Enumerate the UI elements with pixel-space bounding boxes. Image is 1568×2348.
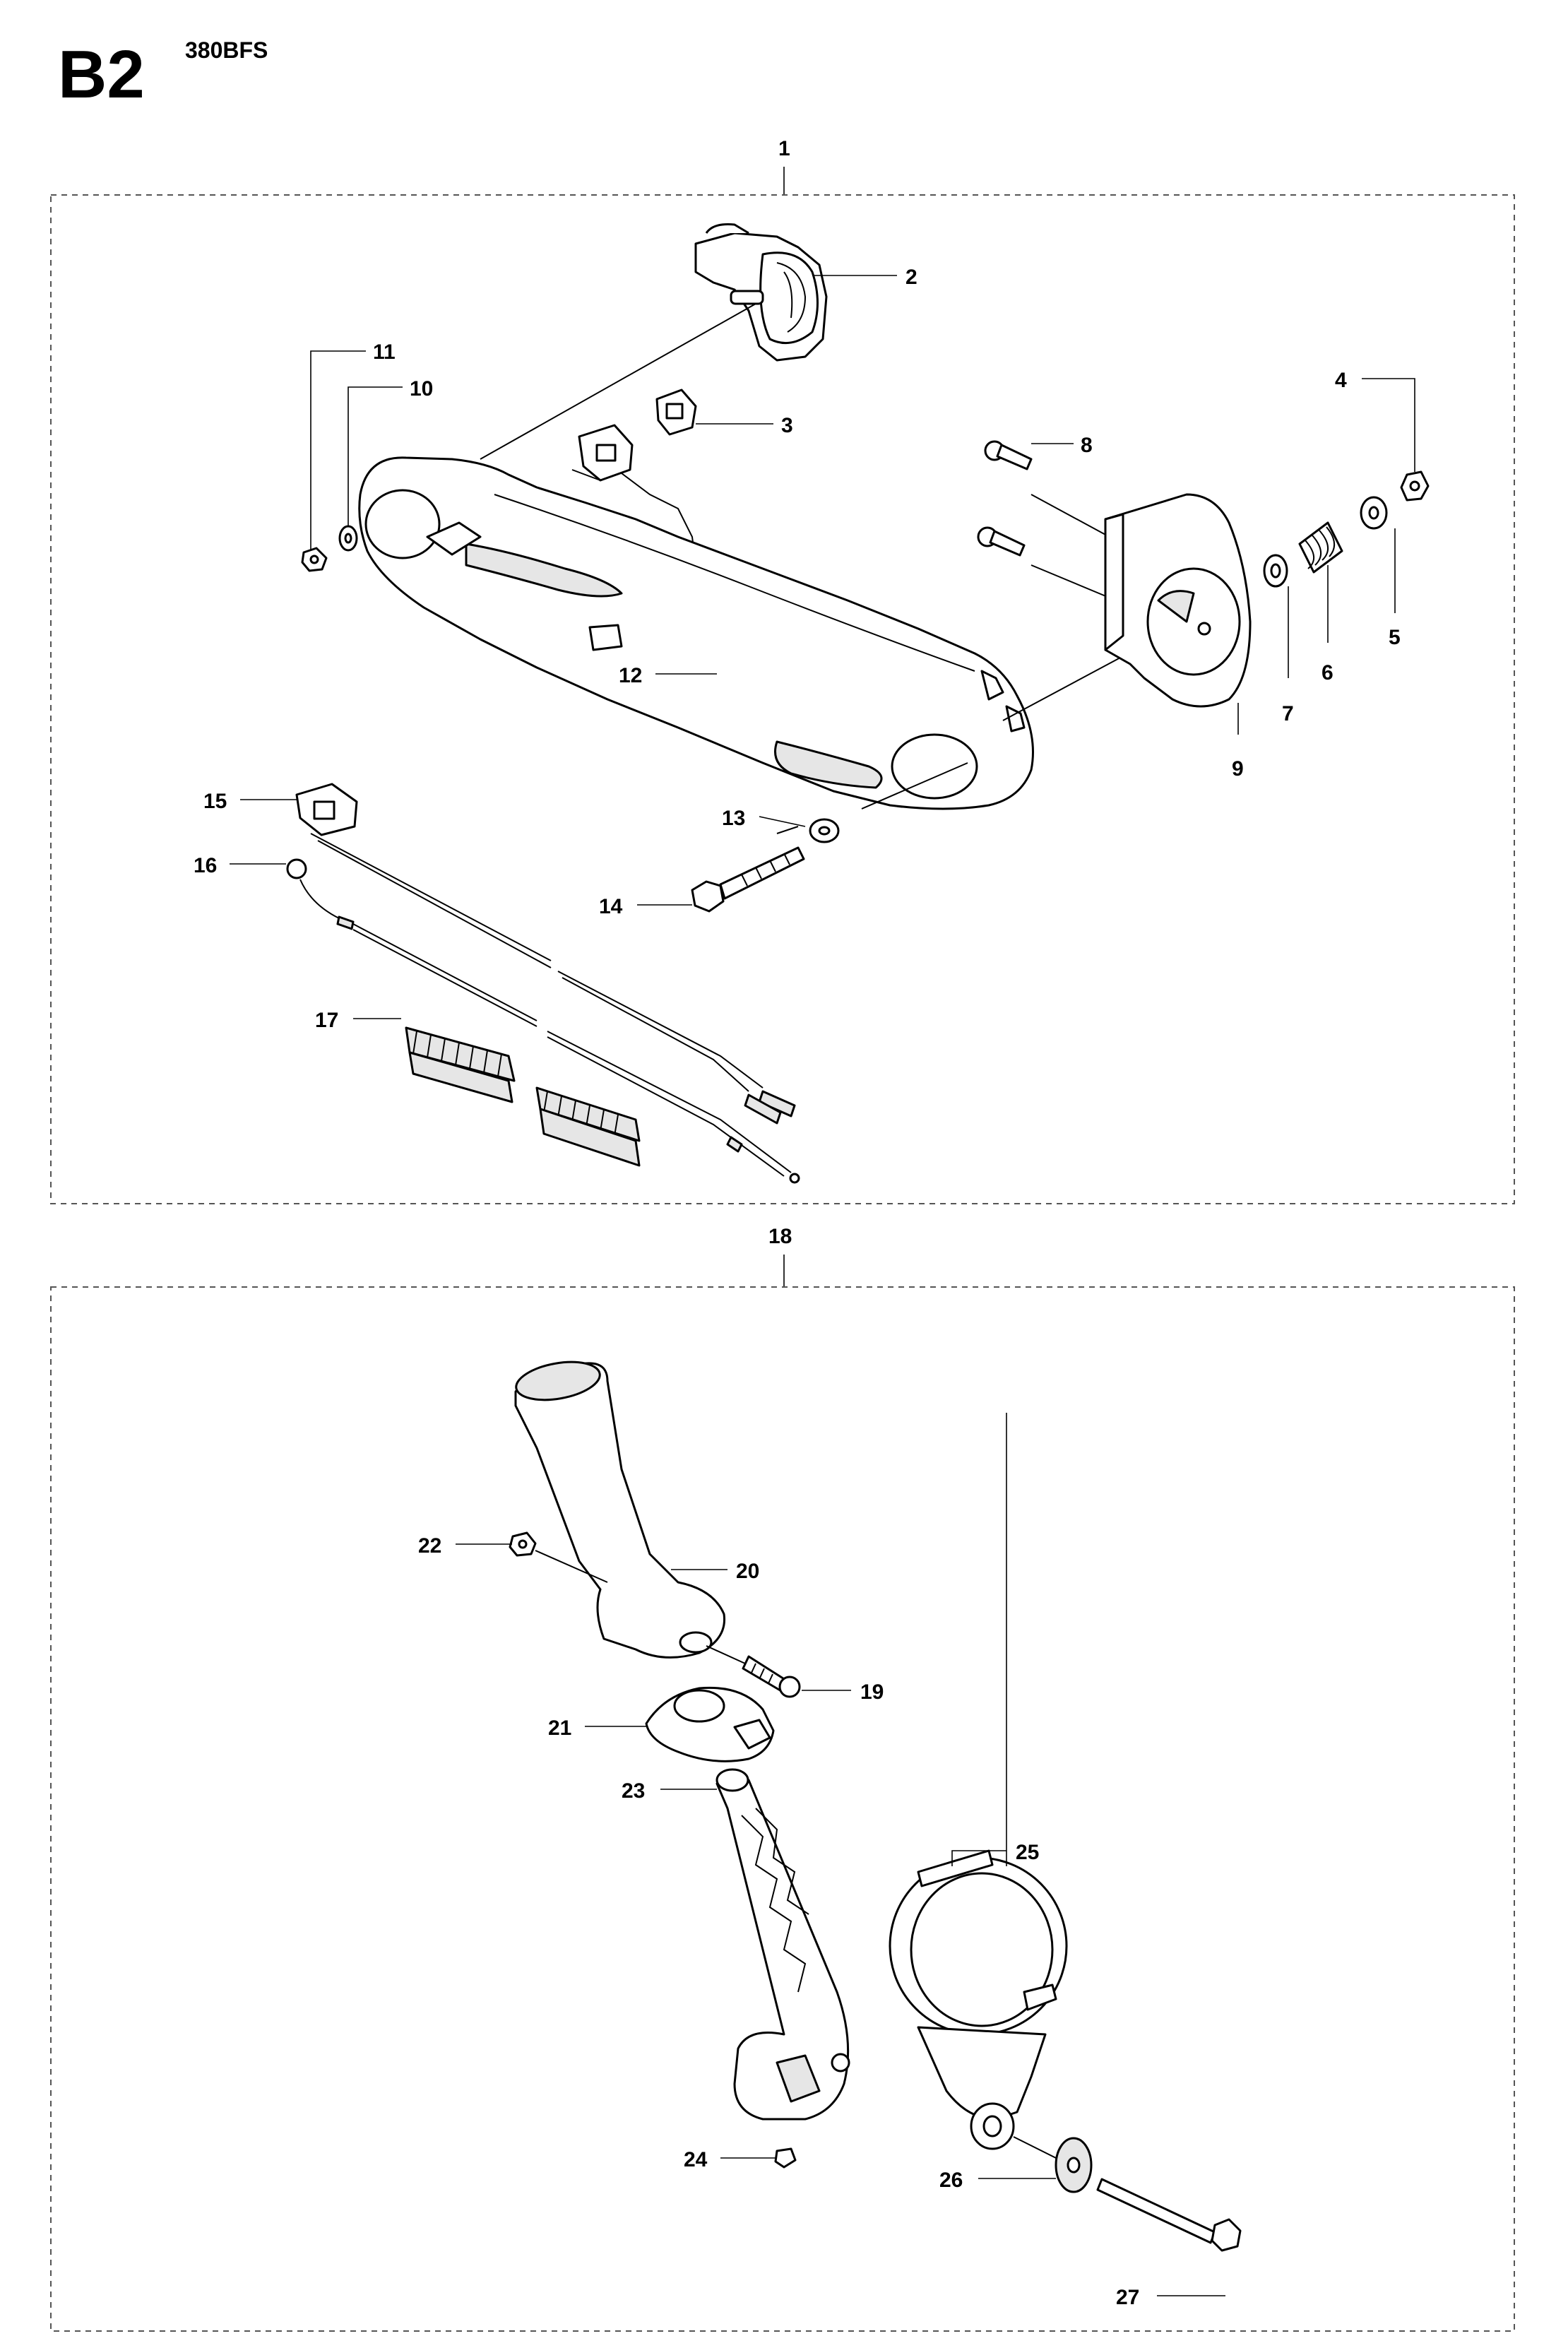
tube-part-23 — [715, 1768, 850, 2121]
cable-end-part-16 — [286, 858, 307, 879]
nut-part-22 — [509, 1531, 537, 1557]
callout-3: 3 — [781, 414, 793, 437]
grip-part-20 — [514, 1360, 726, 1659]
group-1-frame — [50, 194, 1515, 1204]
callout-2: 2 — [905, 266, 917, 289]
callout-23: 23 — [622, 1779, 645, 1803]
bracket-part-9 — [1104, 493, 1252, 708]
group-number-18: 18 — [768, 1225, 792, 1248]
cables — [299, 833, 800, 1184]
callout-15: 15 — [203, 790, 227, 813]
arm-part-12 — [358, 456, 1034, 810]
screw-19-line — [706, 1645, 746, 1664]
band-part-25 — [889, 1849, 1068, 2150]
nut-part-11 — [301, 547, 328, 572]
callout-10: 10 — [410, 377, 433, 401]
callout-22: 22 — [418, 1534, 441, 1558]
connector-part-15 — [295, 783, 358, 836]
clamp-part-21 — [645, 1686, 775, 1762]
spring-part-6 — [1298, 521, 1343, 574]
callout-16: 16 — [194, 854, 217, 877]
nut-part-24 — [774, 2147, 797, 2169]
arm-connector — [578, 424, 634, 482]
clip-part-3 — [655, 389, 697, 436]
callout-19: 19 — [860, 1680, 884, 1704]
model-name: 380BFS — [185, 37, 268, 63]
callout-12: 12 — [619, 664, 642, 687]
callout-21: 21 — [548, 1716, 571, 1740]
callout-20: 20 — [736, 1560, 759, 1583]
callout-11: 11 — [373, 340, 396, 364]
callout-24: 24 — [684, 2148, 708, 2171]
callout-13: 13 — [722, 807, 745, 830]
callout-5: 5 — [1389, 626, 1401, 649]
callout-8: 8 — [1081, 434, 1093, 457]
knob-26-line — [1013, 2136, 1057, 2159]
callout-25: 25 — [1016, 1841, 1039, 1864]
group-number-1: 1 — [778, 137, 790, 160]
bolt-part-27 — [1096, 2178, 1242, 2252]
callout-4: 4 — [1335, 369, 1347, 392]
callout-17: 17 — [315, 1009, 338, 1032]
washer-part-10 — [338, 525, 358, 552]
knob-part-26 — [1055, 2137, 1093, 2193]
coil-part-17 — [405, 1026, 641, 1167]
clamp-part-2 — [694, 223, 828, 362]
washer-part-5 — [1360, 496, 1388, 530]
group-18-frame — [50, 1286, 1515, 2332]
callout-9: 9 — [1232, 757, 1244, 781]
washer-part-13 — [809, 818, 840, 843]
callout-6: 6 — [1321, 661, 1334, 684]
nut-part-4 — [1400, 470, 1430, 502]
callout-26: 26 — [939, 2169, 963, 2192]
bolt-part-14 — [691, 846, 805, 913]
callout-27: 27 — [1116, 2286, 1139, 2309]
screw-part-8 — [977, 440, 1033, 557]
page-code: B2 — [58, 37, 145, 112]
nut-22-line — [535, 1550, 608, 1583]
washer-part-7 — [1263, 554, 1288, 588]
callout-14: 14 — [599, 895, 623, 918]
screw-part-19 — [742, 1655, 801, 1698]
callout-7: 7 — [1282, 702, 1294, 725]
